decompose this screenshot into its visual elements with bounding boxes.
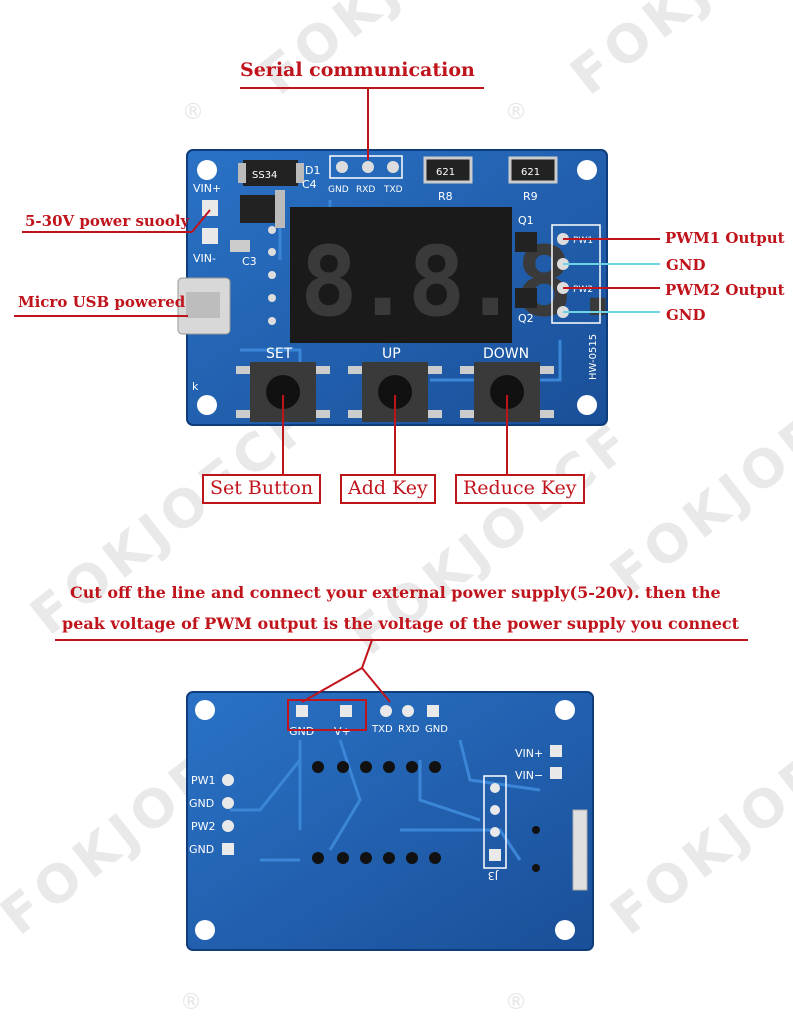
silk-rxd: RXD [356,185,375,195]
silk-d1: D1 [305,164,320,177]
silk-r8: R8 [438,190,453,203]
silk-bottom-gnd-c: GND [189,797,214,810]
watermark-reg-2: ® [505,100,527,125]
gnd1-label: GND [666,256,706,274]
silk-bottom-vin-minus: VIN− [515,769,543,782]
watermark-reg-1: ® [182,100,204,125]
silk-set: SET [266,346,293,362]
reduce-key-label: Reduce Key [455,474,585,504]
silk-bottom-j3: J3 [488,869,499,882]
diode-code: SS34 [252,170,277,181]
silk-q2: Q2 [518,312,534,325]
silk-bottom-pw1: PW1 [191,774,216,787]
silk-bottom-pw2: PW2 [191,820,216,833]
pwm1-output-label: PWM1 Output [665,229,785,247]
note-line-1: Cut off the line and connect your extern… [70,583,721,602]
silk-r9: R9 [523,190,538,203]
silk-bottom-gnd-d: GND [189,843,214,856]
silk-bottom-txd: TXD [371,724,393,735]
silk-bottom-vin-plus: VIN+ [515,747,543,760]
silk-k: k [192,380,199,393]
silk-q1: Q1 [518,214,534,227]
silk-bottom-vplus: V+ [334,725,351,738]
silk-txd: TXD [383,185,403,195]
r9-code: 621 [521,167,540,178]
power-supply-label: 5-30V power suooly [25,212,190,230]
silk-gnd: GND [328,185,349,195]
silk-up: UP [382,346,401,362]
seven-seg-display: 8.8.8. [300,226,623,338]
note-line-2: peak voltage of PWM output is the voltag… [62,614,740,633]
r8-code: 621 [436,167,455,178]
silk-pw1: PW1 [573,236,593,246]
silk-model: HW-0515 [588,334,599,380]
watermark-reg-3: ® [505,990,527,1015]
silk-vin-minus: VIN- [193,252,216,265]
pwm2-output-label: PWM2 Output [665,281,785,299]
silk-c3: C3 [242,255,257,268]
silk-down: DOWN [483,346,529,362]
silk-vin-plus: VIN+ [193,182,221,195]
watermark-reg-4: ® [180,990,202,1015]
silk-pw2: PW2 [573,285,593,295]
gnd2-label: GND [666,306,706,324]
micro-usb-label: Micro USB powered [18,293,186,311]
silk-c4: C4 [302,178,317,191]
set-button-label: Set Button [202,474,322,504]
silk-bottom-gnd-a: GND [289,725,314,738]
silk-bottom-gnd-b: GND [425,724,448,735]
add-key-label: Add Key [340,474,436,504]
silk-bottom-rxd: RXD [398,724,420,735]
serial-communication-label: Serial communication [240,59,475,81]
